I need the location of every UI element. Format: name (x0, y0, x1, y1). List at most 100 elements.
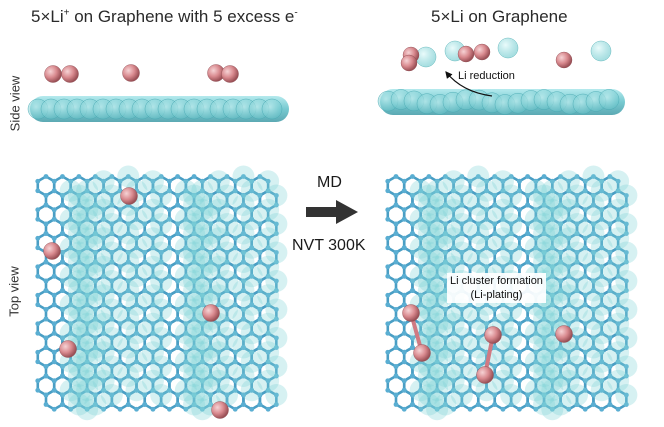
carbon-node (150, 245, 156, 251)
carbon-node (224, 288, 230, 293)
carbon-node (43, 278, 49, 284)
carbon-node (183, 273, 189, 279)
carbon-node (265, 406, 271, 412)
carbon-node (134, 207, 139, 213)
carbon-node (134, 245, 139, 251)
carbon-node (257, 174, 263, 179)
carbon-node (76, 288, 82, 293)
carbon-node (208, 259, 213, 265)
carbon-node (525, 202, 531, 208)
carbon-node (68, 302, 74, 308)
carbon-node (232, 216, 238, 222)
carbon-node (216, 245, 222, 251)
carbon-node (84, 330, 90, 336)
carbon-node (43, 174, 49, 179)
carbon-node (224, 221, 230, 227)
carbon-glow (265, 384, 288, 406)
carbon-node (385, 178, 391, 184)
carbon-node (175, 250, 181, 255)
carbon-node (35, 245, 41, 251)
carbon-node (607, 402, 613, 407)
carbon-node (591, 402, 596, 407)
carbon-node (35, 292, 41, 298)
carbon-node (35, 349, 41, 355)
carbon-node (60, 259, 65, 265)
carbon-node (60, 202, 65, 208)
reduced-lithium-atom (497, 37, 519, 59)
carbon-node (208, 250, 213, 255)
carbon-node (150, 292, 156, 298)
carbon-node (150, 216, 156, 222)
carbon-node (142, 259, 148, 265)
carbon-node (216, 321, 222, 327)
carbon-node (216, 302, 222, 308)
lithium-atom (61, 65, 79, 83)
carbon-node (241, 221, 246, 227)
top-view-label: Top view (6, 266, 22, 317)
carbon-node (224, 335, 230, 341)
carbon-node (393, 278, 399, 284)
carbon-node (183, 207, 189, 213)
carbon-node (167, 235, 172, 241)
carbon-node (273, 288, 279, 293)
carbon-node (199, 235, 205, 241)
carbon-node (241, 231, 246, 236)
carbon-node (158, 221, 164, 227)
carbon-node (401, 330, 407, 336)
carbon-node (142, 174, 148, 179)
carbon-node (216, 178, 222, 184)
carbon-node (410, 202, 415, 208)
carbon-node (216, 216, 222, 222)
carbon-node (167, 321, 172, 327)
carbon-node (51, 216, 57, 222)
lithium-atom (473, 43, 491, 61)
carbon-node (150, 178, 156, 184)
carbon-glow (615, 384, 638, 406)
carbon-node (273, 259, 279, 265)
carbon-node (150, 235, 156, 241)
carbon-node (167, 406, 172, 412)
carbon-node (241, 259, 246, 265)
carbon-node (92, 174, 98, 179)
bond-network (35, 174, 279, 412)
carbon-node (68, 292, 74, 298)
carbon-node (582, 406, 588, 412)
carbon-node (84, 273, 90, 279)
carbon-node (525, 373, 531, 379)
li-reduction-annotation: Li reduction (458, 70, 515, 82)
carbon-node (401, 321, 407, 327)
carbon-node (385, 188, 391, 194)
carbon-node (393, 345, 399, 350)
carbon-node (84, 264, 90, 270)
carbon-node (43, 364, 49, 369)
carbon-node (142, 402, 148, 407)
carbon-node (142, 316, 148, 322)
carbon-node (249, 273, 255, 279)
carbon-node (265, 178, 271, 184)
carbon-node (150, 406, 156, 412)
carbon-node (216, 188, 222, 194)
carbon-node (393, 402, 399, 407)
carbon-node (117, 330, 123, 336)
carbon-node (401, 245, 407, 251)
carbon-node (273, 278, 279, 284)
carbon-node (43, 193, 49, 198)
carbon-node (167, 349, 172, 355)
carbon-node (191, 335, 197, 341)
top-view-left-panel (35, 165, 288, 421)
carbon-node (183, 264, 189, 270)
carbon-node (191, 221, 197, 227)
carbon-node (232, 235, 238, 241)
carbon-node (199, 264, 205, 270)
carbon-node (224, 174, 230, 179)
carbon-node (43, 335, 49, 341)
carbon-node (199, 188, 205, 194)
carbon-node (158, 193, 164, 198)
carbon-node (216, 264, 222, 270)
carbon-node (60, 278, 65, 284)
carbon-node (84, 245, 90, 251)
carbon-node (232, 321, 238, 327)
carbon-node (208, 174, 213, 179)
carbon-node (109, 174, 115, 179)
carbon-atom (598, 89, 620, 110)
